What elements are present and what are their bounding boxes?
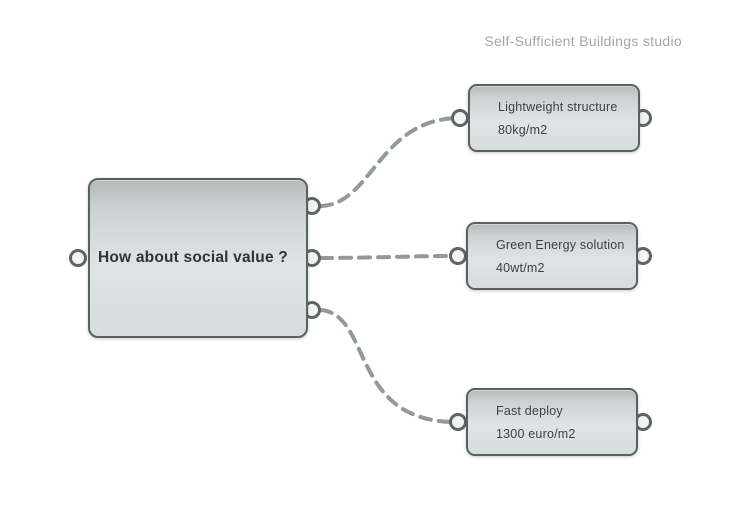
green-energy-node[interactable]: Green Energy solution 40wt/m2 — [466, 222, 638, 290]
lightweight-structure-node[interactable]: Lightweight structure 80kg/m2 — [468, 84, 640, 152]
green-energy-title: Green Energy solution — [496, 238, 625, 252]
lightweight-structure-title: Lightweight structure — [498, 100, 618, 114]
fast-deploy-node-input-port[interactable] — [449, 413, 467, 431]
wire-to-lightweight-structure[interactable] — [319, 116, 457, 208]
lightweight-node-input-port[interactable] — [451, 109, 469, 127]
main-question-node[interactable]: How about social value ? — [88, 178, 308, 338]
green-energy-value: 40wt/m2 — [496, 261, 545, 275]
studio-caption: Self-Sufficient Buildings studio — [484, 33, 682, 49]
wire-to-fast-deploy[interactable] — [319, 308, 455, 424]
fast-deploy-title: Fast deploy — [496, 404, 563, 418]
green-energy-node-input-port[interactable] — [449, 247, 467, 265]
lightweight-structure-value: 80kg/m2 — [498, 123, 548, 137]
main-question-label: How about social value ? — [98, 249, 288, 266]
wire-to-green-energy[interactable] — [319, 254, 455, 260]
main-node-input-port[interactable] — [69, 249, 87, 267]
fast-deploy-node[interactable]: Fast deploy 1300 euro/m2 — [466, 388, 638, 456]
fast-deploy-value: 1300 euro/m2 — [496, 427, 576, 441]
